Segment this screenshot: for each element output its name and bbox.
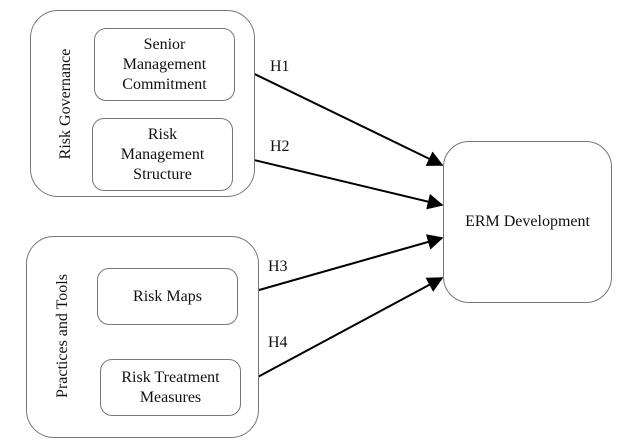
risk-management-structure-box: Risk Management Structure (92, 118, 233, 191)
risk-treatment-measures-box: Risk Treatment Measures (100, 359, 241, 416)
risk-maps-label: Risk Maps (133, 287, 202, 305)
hypothesis-label-h3: H3 (268, 258, 288, 275)
erm-development-label: ERM Development (465, 213, 590, 230)
hypothesis-label-h4: H4 (268, 334, 288, 351)
practices-tools-label: Practices and Tools (54, 274, 71, 398)
hypothesis-label-h2: H2 (270, 138, 290, 155)
arrow-h4 (240, 277, 444, 387)
risk-management-structure-label: Risk Management Structure (120, 125, 205, 183)
risk-maps-box: Risk Maps (97, 268, 238, 325)
senior-management-commitment-box: Senior Management Commitment (94, 28, 235, 101)
risk-treatment-measures-label: Risk Treatment Measures (121, 368, 220, 406)
erm-development-box: ERM Development (443, 141, 612, 303)
arrow-h3 (237, 234, 444, 297)
arrow-h2 (232, 154, 444, 210)
hypothesis-label-h1: H1 (270, 58, 290, 75)
arrow-h1 (233, 63, 444, 166)
senior-management-commitment-label: Senior Management Commitment (122, 35, 207, 93)
risk-governance-label: Risk Governance (57, 48, 74, 160)
